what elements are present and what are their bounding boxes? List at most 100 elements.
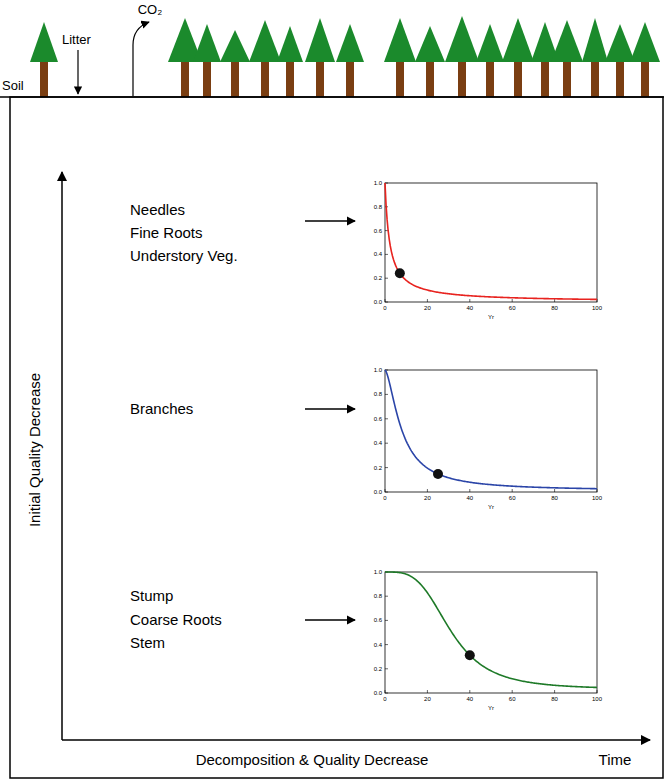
tree-crown (193, 24, 221, 62)
tick-label: 0.6 (374, 617, 382, 624)
tree-crown (277, 26, 303, 62)
pointer-arrow (305, 408, 355, 409)
tick (385, 690, 386, 693)
diagram-label: Understory Veg. (130, 247, 238, 264)
tick-label: 100 (592, 696, 602, 703)
tick-label: 0 (383, 305, 386, 312)
tick-label: 40 (466, 305, 473, 312)
litter-arrow (77, 50, 78, 94)
pointer-arrow (305, 619, 355, 620)
tick (385, 644, 388, 645)
tick (385, 492, 388, 493)
tree-trunk (396, 58, 404, 97)
tick-label: 80 (551, 696, 558, 703)
tick-label: Yr (488, 705, 494, 712)
tree-crown (551, 20, 583, 62)
tick (385, 254, 388, 255)
decay-chart (385, 183, 597, 302)
diagram-label: Initial Quality Decrease (26, 373, 43, 527)
tick-label: 40 (466, 495, 473, 502)
tick-label: 20 (424, 696, 431, 703)
tick-label: 60 (509, 696, 516, 703)
decay-chart (385, 572, 597, 693)
tree-trunk (563, 58, 571, 97)
diagram-label: Time (599, 751, 632, 768)
tick (469, 489, 470, 492)
tick-label: 0.8 (374, 203, 382, 210)
tree-trunk (181, 58, 189, 97)
tree-trunk (203, 58, 211, 97)
tick-label: 0.0 (374, 299, 382, 306)
decay-curve (385, 370, 597, 489)
soil-line (0, 96, 664, 98)
diagram-label: CO₂ (138, 3, 163, 18)
tick (554, 690, 555, 693)
tick (385, 302, 388, 303)
tree-crown (249, 20, 281, 62)
tick-label: 100 (592, 305, 602, 312)
tick-label: 60 (509, 305, 516, 312)
tree-crown (502, 18, 534, 62)
diagram-label: Coarse Roots (130, 611, 222, 628)
diagram-label: Branches (130, 400, 193, 417)
tick-label: 20 (424, 305, 431, 312)
tick-label: 0.6 (374, 227, 382, 234)
tick-label: 0.2 (374, 665, 382, 672)
tick (385, 394, 388, 395)
tick (469, 299, 470, 302)
tree-crown (445, 16, 479, 62)
tree-crown (30, 22, 58, 62)
tick-label: Yr (488, 314, 494, 321)
tick-label: 0.4 (374, 251, 382, 258)
tick (385, 418, 388, 419)
tick-label: 80 (551, 305, 558, 312)
tree-trunk (458, 58, 466, 97)
tick-label: 100 (592, 495, 602, 502)
tick (512, 299, 513, 302)
tick-label: 0.6 (374, 415, 382, 422)
tick-label: 0.4 (374, 641, 382, 648)
marker-dot (433, 469, 443, 479)
tree-crown (630, 22, 660, 62)
tree-trunk (286, 58, 294, 97)
tick-label: 1.0 (374, 367, 382, 374)
tree-crown (605, 24, 635, 62)
tick-label: 0 (383, 495, 386, 502)
tick (427, 489, 428, 492)
marker-dot (395, 268, 405, 278)
diagram-label: Stump (130, 587, 173, 604)
tree-crown (220, 30, 250, 62)
tick-label: 0.4 (374, 440, 382, 447)
tick (385, 620, 388, 621)
decay-chart (385, 370, 597, 492)
diagram-label: Stem (130, 634, 165, 651)
diagram-label: Soil (2, 79, 24, 94)
chart-frame (385, 183, 597, 302)
tree-crown (476, 24, 504, 62)
tree-row (30, 16, 660, 97)
x-axis (62, 739, 650, 741)
tree-trunk (591, 58, 599, 97)
marker-dot (465, 650, 475, 660)
tick-label: 0.2 (374, 464, 382, 471)
tick (385, 467, 388, 468)
diagram-label: Needles (130, 201, 185, 218)
tick-label: 0 (383, 696, 386, 703)
tick (427, 690, 428, 693)
tick (385, 443, 388, 444)
tree-crown (384, 18, 416, 62)
tick-label: 0.2 (374, 275, 382, 282)
tree-trunk (316, 58, 324, 97)
decay-curve (385, 572, 597, 687)
tree-trunk (616, 58, 624, 97)
tick-label: 0.0 (374, 690, 382, 697)
tree-trunk (346, 58, 354, 97)
tree-trunk (40, 58, 48, 97)
chart-frame (385, 572, 597, 693)
tree-crown (582, 18, 608, 62)
tick (554, 489, 555, 492)
tree-crown (305, 18, 335, 62)
tick (597, 690, 598, 693)
